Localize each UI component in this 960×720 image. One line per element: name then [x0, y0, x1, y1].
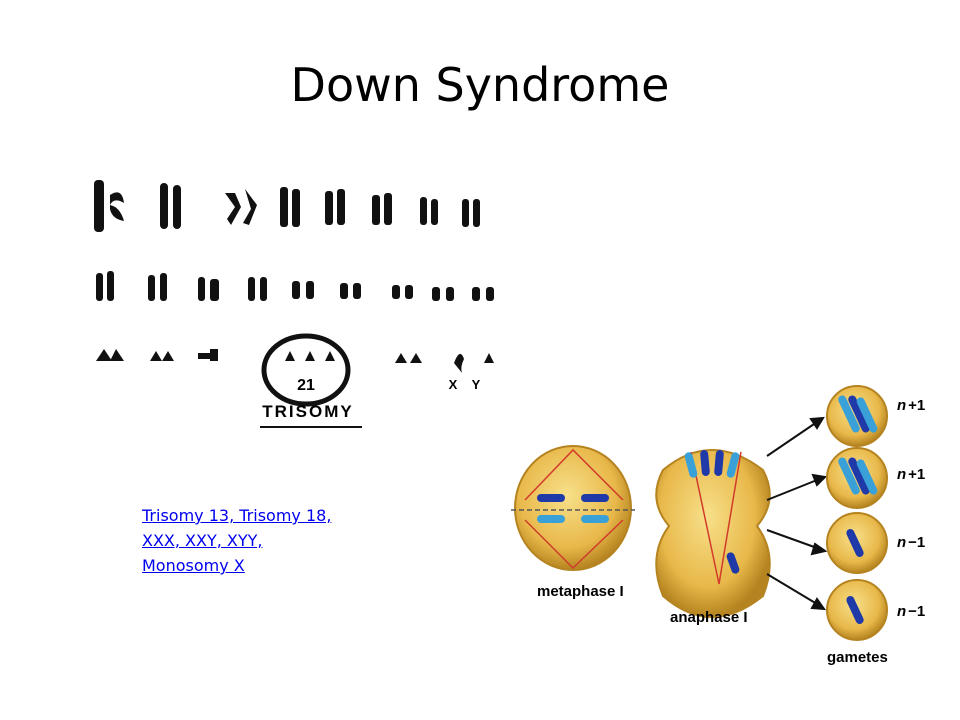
sex-label-x: X — [449, 377, 458, 392]
gamete-3 — [826, 512, 888, 574]
metaphase-label: metaphase I — [537, 583, 624, 600]
gamete-label-2: n+1 — [897, 466, 925, 483]
gamete-4 — [826, 579, 888, 641]
karyotype-image: 21 X Y TRISOMY — [94, 180, 494, 428]
page-title: Down Syndrome — [290, 58, 670, 112]
gamete-label-4: n−1 — [897, 603, 925, 620]
karyotype-row-1 — [94, 180, 480, 232]
trisomy-label: TRISOMY — [262, 402, 353, 421]
gamete-label-1: n+1 — [897, 397, 925, 414]
karyotype-row-3 — [96, 349, 494, 373]
trisomy-circle — [261, 333, 351, 407]
anaphase-cell — [655, 449, 771, 618]
gametes-label: gametes — [827, 649, 888, 666]
nondisjunction-diagram: metaphase I anaphase I n+1 — [511, 385, 925, 666]
metaphase-cell — [511, 445, 635, 571]
arrows — [766, 416, 828, 611]
aneuploidy-link[interactable]: Trisomy 13, Trisomy 18, XXX, XXY, XYY, M… — [142, 506, 332, 575]
circled-chromosome-label: 21 — [297, 377, 315, 394]
gamete-2 — [826, 447, 888, 509]
karyotype-row-2 — [96, 271, 494, 301]
anaphase-label: anaphase I — [670, 609, 748, 626]
gamete-1 — [826, 385, 888, 447]
sex-label-y: Y — [472, 377, 481, 392]
gamete-label-3: n−1 — [897, 534, 925, 551]
